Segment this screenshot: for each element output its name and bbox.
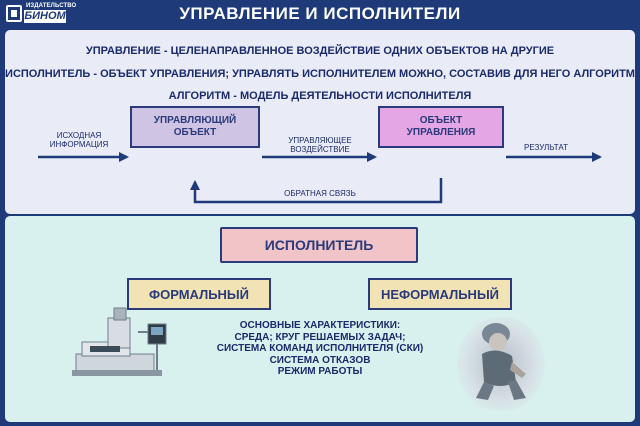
result-label: РЕЗУЛЬТАТ bbox=[524, 143, 568, 152]
definition-algorithm: АЛГОРИТМ - МОДЕЛЬ ДЕЯТЕЛЬНОСТИ ИСПОЛНИТЕ… bbox=[168, 90, 472, 102]
definition-control: УПРАВЛЕНИЕ - ЦЕЛЕНАПРАВЛЕННОЕ ВОЗДЕЙСТВИ… bbox=[85, 45, 555, 57]
header-bar: ИЗДАТЕЛЬСТВО БИНОМ УПРАВЛЕНИЕ И ИСПОЛНИТ… bbox=[0, 0, 640, 28]
definition-executor: ИСПОЛНИТЕЛЬ - ОБЪЕКТ УПРАВЛЕНИЯ; УПРАВЛЯ… bbox=[5, 68, 635, 80]
cnc-machine-image bbox=[68, 304, 176, 384]
executor-box: ИСПОЛНИТЕЛЬ bbox=[220, 227, 418, 263]
page-title: УПРАВЛЕНИЕ И ИСПОЛНИТЕЛИ bbox=[179, 4, 461, 23]
action-label: УПРАВЛЯЮЩЕЕ ВОЗДЕЙСТВИЕ bbox=[288, 136, 352, 154]
definitions-panel: УПРАВЛЕНИЕ - ЦЕЛЕНАПРАВЛЕННОЕ ВОЗДЕЙСТВИ… bbox=[5, 30, 635, 214]
logo-publisher-text: ИЗДАТЕЛЬСТВО bbox=[26, 3, 77, 9]
input-label: ИСХОДНАЯ ИНФОРМАЦИЯ bbox=[49, 131, 109, 149]
characteristics-title: ОСНОВНЫЕ ХАРАКТЕРИСТИКИ: bbox=[239, 320, 401, 331]
characteristic-item: СИСТЕМА ОТКАЗОВ bbox=[269, 354, 371, 366]
characteristics-list: ОСНОВНЫЕ ХАРАКТЕРИСТИКИ: СРЕДА; КРУГ РЕШ… bbox=[190, 320, 450, 378]
characteristic-item: СИСТЕМА КОМАНД ИСПОЛНИТЕЛЯ (СКИ) bbox=[216, 343, 424, 354]
informal-box: НЕФОРМАЛЬНЫЙ bbox=[368, 278, 512, 310]
feedback-arrow bbox=[190, 178, 443, 204]
child-photo-image bbox=[456, 312, 546, 412]
feedback-label: ОБРАТНАЯ СВЯЗЬ bbox=[284, 189, 356, 198]
publisher-logo: ИЗДАТЕЛЬСТВО БИНОМ bbox=[4, 3, 76, 25]
logo-name-text: БИНОМ bbox=[24, 10, 66, 23]
formal-box: ФОРМАЛЬНЫЙ bbox=[127, 278, 271, 310]
characteristic-item: РЕЖИМ РАБОТЫ bbox=[277, 366, 363, 377]
logo-mark-icon bbox=[6, 5, 22, 22]
characteristic-item: СРЕДА; КРУГ РЕШАЕМЫХ ЗАДАЧ; bbox=[234, 331, 406, 343]
